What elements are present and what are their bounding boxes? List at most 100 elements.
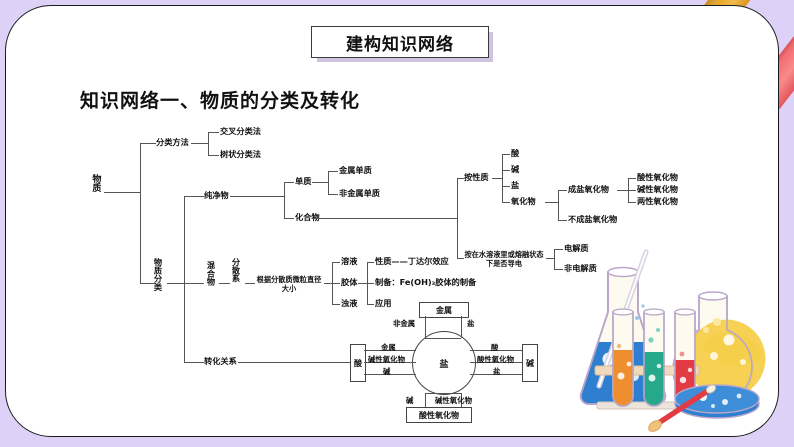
conn-colloid-out bbox=[358, 283, 367, 284]
node-by-property: 按性质 bbox=[464, 172, 489, 182]
conn-method bbox=[140, 143, 156, 144]
node-nonsalt-oxide: 不成盐氧化物 bbox=[568, 214, 618, 224]
node-simple: 单质 bbox=[295, 176, 312, 186]
conn-pure-spine bbox=[284, 182, 285, 218]
conn-root bbox=[104, 192, 140, 193]
conn-tf-bot-right bbox=[461, 393, 462, 407]
conn-byconduct bbox=[457, 258, 464, 259]
conn-method-2 bbox=[208, 155, 219, 156]
conn-root-spine bbox=[140, 143, 141, 283]
conn-simple-spine bbox=[328, 171, 329, 194]
conn-col-1 bbox=[367, 262, 374, 263]
node-colloid-use: 应用 bbox=[375, 298, 392, 308]
node-disperse-basis: 根据分散质微粒直径大小 bbox=[256, 275, 322, 293]
conn-tf-left-mid bbox=[364, 362, 416, 363]
node-disperse: 分散系 bbox=[231, 258, 241, 283]
transform-box-acid: 酸 bbox=[350, 344, 366, 382]
conn-transform-out bbox=[238, 362, 350, 363]
conn-mixture-out bbox=[219, 283, 230, 284]
conn-conduct-spine bbox=[554, 249, 555, 269]
conn-classify bbox=[140, 283, 156, 284]
content-card: 建构知识网络 知识网络一、物质的分类及转化 物质 分类方法 交叉分类法 树状分类… bbox=[5, 5, 779, 437]
conn-tf-top-right bbox=[461, 316, 462, 338]
conn-sfo-2 bbox=[628, 190, 636, 191]
conn-disp-2 bbox=[332, 283, 340, 284]
node-transform: 转化关系 bbox=[204, 356, 237, 366]
conn-transform bbox=[184, 362, 204, 363]
conn-oxide-spine bbox=[558, 190, 559, 220]
node-colloid-prep: 制备：Fe(OH)₃胶体的制备 bbox=[375, 277, 477, 287]
conn-oxide-2 bbox=[558, 220, 567, 221]
node-pure: 纯净物 bbox=[204, 190, 229, 200]
conn-prop-4 bbox=[502, 202, 510, 203]
node-nonelectrolyte: 非电解质 bbox=[564, 263, 597, 273]
transform-box-metal: 金属 bbox=[419, 302, 469, 318]
transform-label-right-0: 酸 bbox=[491, 343, 499, 352]
conn-byproperty-out bbox=[492, 178, 502, 179]
node-electrolyte: 电解质 bbox=[564, 243, 589, 253]
conn-property-spine bbox=[502, 154, 503, 202]
transform-label-right-1: 酸性氧化物 bbox=[477, 355, 514, 364]
conn-compound-spine bbox=[457, 178, 458, 258]
transform-label-bottom-0: 碱 bbox=[406, 396, 414, 405]
conn-pure bbox=[184, 196, 204, 197]
conn-conduct-2 bbox=[554, 269, 563, 270]
node-salt: 盐 bbox=[511, 180, 520, 190]
node-salt-forming-oxide: 成盐氧化物 bbox=[568, 184, 609, 194]
conn-prop-3 bbox=[502, 186, 510, 187]
conn-basis-out bbox=[324, 283, 332, 284]
conn-mixture bbox=[184, 283, 204, 284]
transform-label-left-0: 金属 bbox=[381, 343, 396, 352]
conn-compound-out bbox=[312, 218, 457, 219]
conn-sfo-out bbox=[617, 190, 628, 191]
transform-box-acidic-oxide: 酸性氧化物 bbox=[406, 407, 472, 423]
conn-oxide-out bbox=[545, 202, 558, 203]
conn-classify-spine bbox=[184, 196, 185, 362]
conn-col-2 bbox=[367, 283, 374, 284]
conn-sfo-1 bbox=[628, 178, 636, 179]
transform-label-left-2: 碱 bbox=[383, 367, 391, 376]
conn-tf-bot-left bbox=[425, 393, 426, 407]
conn-tf-right-bot bbox=[470, 374, 522, 375]
conn-oxide-1 bbox=[558, 190, 567, 191]
node-colloid: 胶体 bbox=[341, 277, 358, 287]
node-classify: 物质分类 bbox=[153, 258, 163, 291]
node-oxide: 氧化物 bbox=[511, 196, 536, 206]
conn-method-1 bbox=[208, 132, 219, 133]
transform-center-salt: 盐 bbox=[412, 331, 476, 395]
conn-sfo-3 bbox=[628, 202, 636, 203]
transform-label-top-0: 非金属 bbox=[393, 319, 416, 328]
node-basic-oxide: 碱性氧化物 bbox=[637, 184, 678, 194]
node-acidic-oxide: 酸性氧化物 bbox=[637, 172, 678, 182]
conn-method-spine bbox=[208, 132, 209, 155]
conn-conduct-out bbox=[546, 258, 554, 259]
conn-method-out bbox=[191, 143, 208, 144]
conn-simple-1 bbox=[328, 171, 338, 172]
conn-prop-1 bbox=[502, 154, 510, 155]
node-base: 碱 bbox=[511, 164, 520, 174]
conn-tf-left-bot bbox=[364, 374, 416, 375]
node-nonmetal-simple: 非金属单质 bbox=[339, 188, 380, 198]
conn-classify-out bbox=[167, 283, 184, 284]
conn-pure-1 bbox=[284, 182, 294, 183]
conn-col-3 bbox=[367, 304, 374, 305]
subtitle-text: 知识网络一、物质的分类及转化 bbox=[80, 90, 361, 112]
conn-pure-2 bbox=[284, 218, 294, 219]
conn-conduct-1 bbox=[554, 249, 563, 250]
node-amphoteric-oxide: 两性氧化物 bbox=[637, 196, 678, 206]
conn-prop-2 bbox=[502, 170, 510, 171]
transform-box-base: 碱 bbox=[522, 344, 538, 382]
conn-pure-out bbox=[230, 196, 284, 197]
node-by-conduct: 按在水溶液里或熔融状态下是否导电 bbox=[464, 250, 544, 268]
title-text: 建构知识网络 bbox=[346, 34, 454, 55]
node-solution: 溶液 bbox=[341, 256, 358, 266]
node-metal-simple: 金属单质 bbox=[339, 165, 372, 175]
title-box: 建构知识网络 bbox=[311, 26, 489, 58]
transform-label-bottom-1: 碱性氧化物 bbox=[435, 396, 472, 405]
conn-tf-top-left bbox=[425, 316, 426, 338]
conn-simple-out bbox=[312, 182, 328, 183]
chemistry-glassware-illustration bbox=[579, 249, 766, 432]
node-method-item-0: 交叉分类法 bbox=[220, 126, 261, 136]
node-method-item-1: 树状分类法 bbox=[220, 149, 261, 159]
